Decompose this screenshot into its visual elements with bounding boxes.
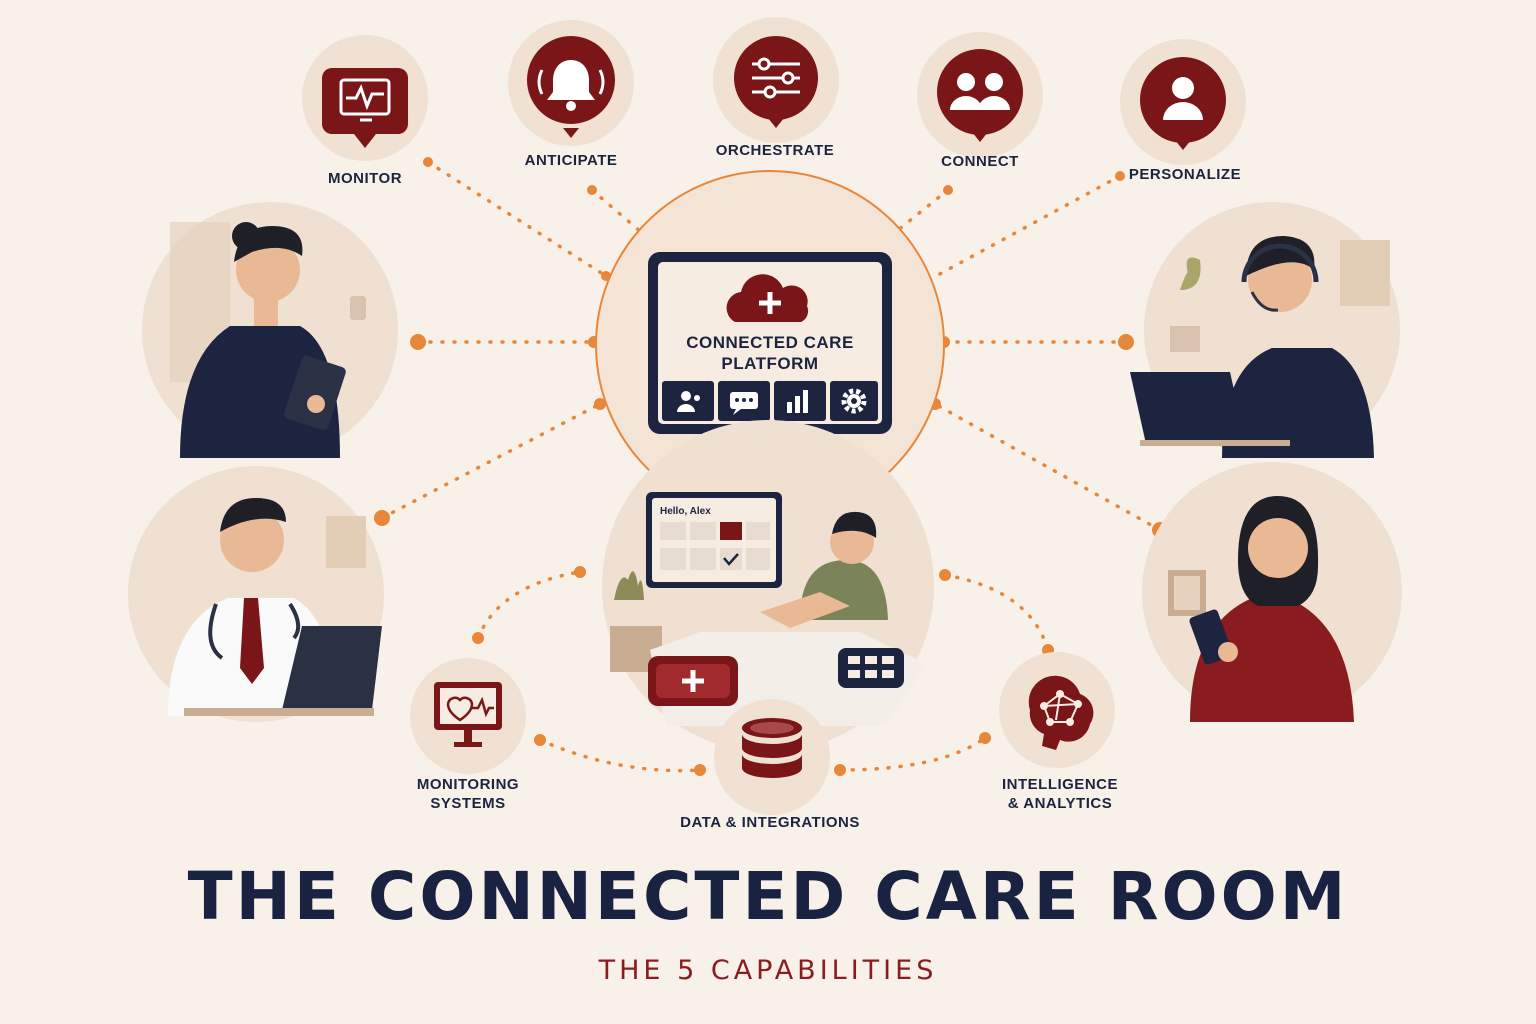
platform-title-line1: CONNECTED CARE	[686, 333, 854, 352]
capability-personalize	[1120, 39, 1246, 165]
label-monitor: MONITOR	[327, 170, 403, 187]
foundation-monitoring-systems	[410, 658, 526, 774]
nurse-with-tablet	[142, 202, 398, 458]
capability-monitor	[302, 35, 428, 161]
foundation-intelligence-analytics	[999, 652, 1115, 768]
label-personalize: PERSONALIZE	[1128, 166, 1242, 183]
label-intelligence-analytics: INTELLIGENCE & ANALYTICS	[980, 775, 1140, 813]
people-icon	[677, 391, 700, 412]
monitor-heartbeat-icon	[339, 78, 391, 122]
cloud-cross-icon	[726, 274, 809, 322]
patient-screen-greeting: Hello, Alex	[660, 506, 711, 517]
label-intelligence-line2: & ANALYTICS	[1007, 795, 1113, 812]
person-icon	[1163, 77, 1203, 120]
gear-icon	[841, 388, 867, 414]
capability-connect	[917, 32, 1043, 158]
chat-icon	[730, 392, 758, 415]
connectors	[380, 160, 1162, 773]
capability-anticipate	[508, 20, 634, 146]
label-connect: CONNECT	[941, 153, 1019, 170]
page-title: THE CONNECTED CARE ROOM	[187, 858, 1349, 935]
label-data-integrations: DATA & INTEGRATIONS	[680, 814, 860, 831]
label-monitoring-systems-line2: SYSTEMS	[430, 795, 506, 812]
label-anticipate: ANTICIPATE	[524, 152, 618, 169]
foundation-data-integrations	[714, 699, 830, 815]
family-member-with-phone	[1142, 462, 1402, 722]
heart-monitor-icon	[434, 682, 502, 747]
patient-room: Hello, Alex	[602, 420, 934, 752]
label-orchestrate: ORCHESTRATE	[715, 142, 835, 159]
bar-chart-icon	[787, 390, 808, 413]
page-subtitle: THE 5 CAPABILITIES	[598, 955, 938, 986]
label-intelligence-line1: INTELLIGENCE	[1001, 776, 1118, 793]
platform-tabs	[662, 381, 878, 421]
doctor-with-laptop	[128, 466, 384, 722]
sliders-icon	[752, 57, 800, 99]
label-monitoring-systems: MONITORING SYSTEMS	[398, 775, 538, 813]
brain-network-icon	[1028, 675, 1094, 750]
care-coordinator-with-headset	[1130, 202, 1400, 458]
capability-orchestrate	[713, 17, 839, 143]
platform-title-line2: PLATFORM	[721, 354, 819, 373]
bell-alert-icon	[537, 60, 605, 111]
database-icon	[742, 718, 802, 778]
label-monitoring-systems-line1: MONITORING	[416, 776, 520, 793]
platform-hub	[595, 170, 945, 520]
people-icon	[950, 73, 1010, 110]
